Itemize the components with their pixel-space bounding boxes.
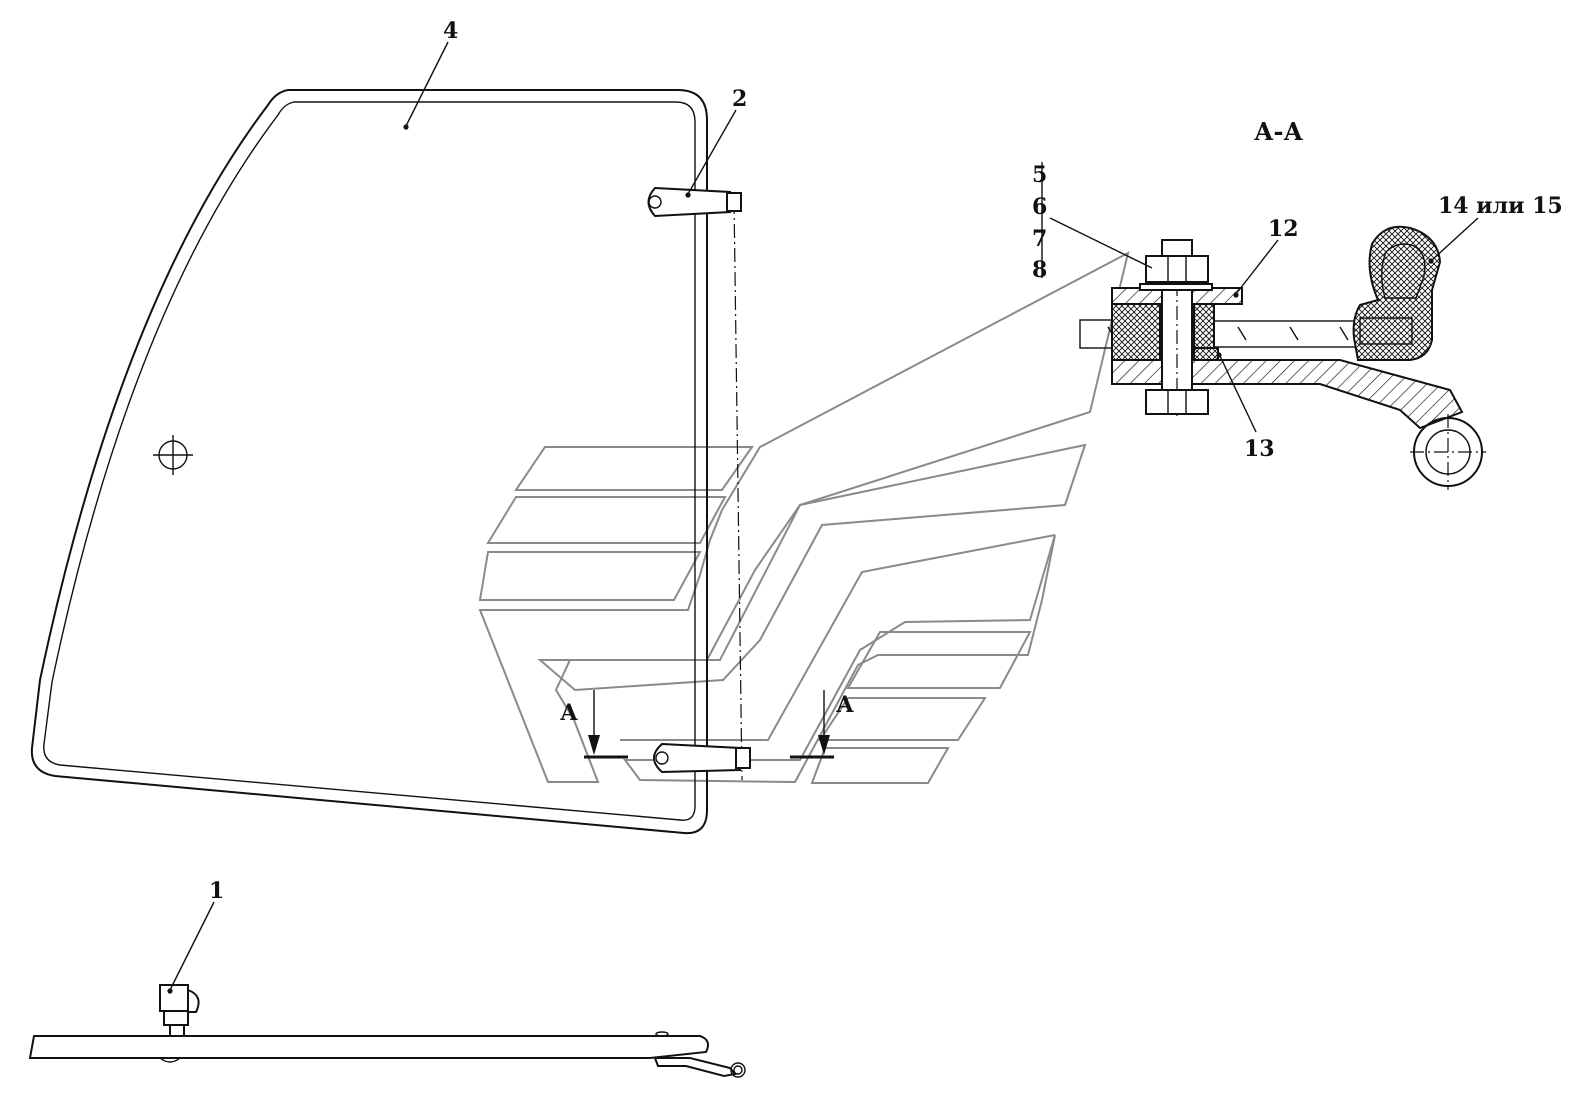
callout-13: 13 xyxy=(1244,436,1275,462)
callout-8: 8 xyxy=(1032,257,1047,283)
side-view xyxy=(28,984,746,1078)
section-mark-right-label: А xyxy=(836,692,854,718)
callout-2: 2 xyxy=(732,86,747,112)
section-marker-left xyxy=(584,690,628,759)
leader-dots xyxy=(167,124,1434,994)
section-mark-left-label: А xyxy=(560,700,578,726)
callout-1: 1 xyxy=(209,878,224,904)
callout-14-15: 14 или 15 xyxy=(1438,193,1563,219)
section-detail xyxy=(1079,225,1486,490)
mounting-hole-icon xyxy=(153,435,193,475)
callout-4: 4 xyxy=(443,18,458,44)
callout-7: 7 xyxy=(1032,226,1047,252)
hinge-axis-line xyxy=(733,199,743,781)
callout-12: 12 xyxy=(1268,216,1299,242)
cab-ghost-outline xyxy=(478,251,1130,784)
section-title: А-А xyxy=(1254,117,1304,146)
leader-lines xyxy=(169,41,1479,991)
callout-5: 5 xyxy=(1032,162,1047,188)
callout-6: 6 xyxy=(1032,194,1047,220)
section-marker-right xyxy=(790,690,834,759)
upper-hinge xyxy=(647,186,742,218)
window-glass-frame xyxy=(30,89,708,835)
lower-hinge xyxy=(653,742,751,774)
